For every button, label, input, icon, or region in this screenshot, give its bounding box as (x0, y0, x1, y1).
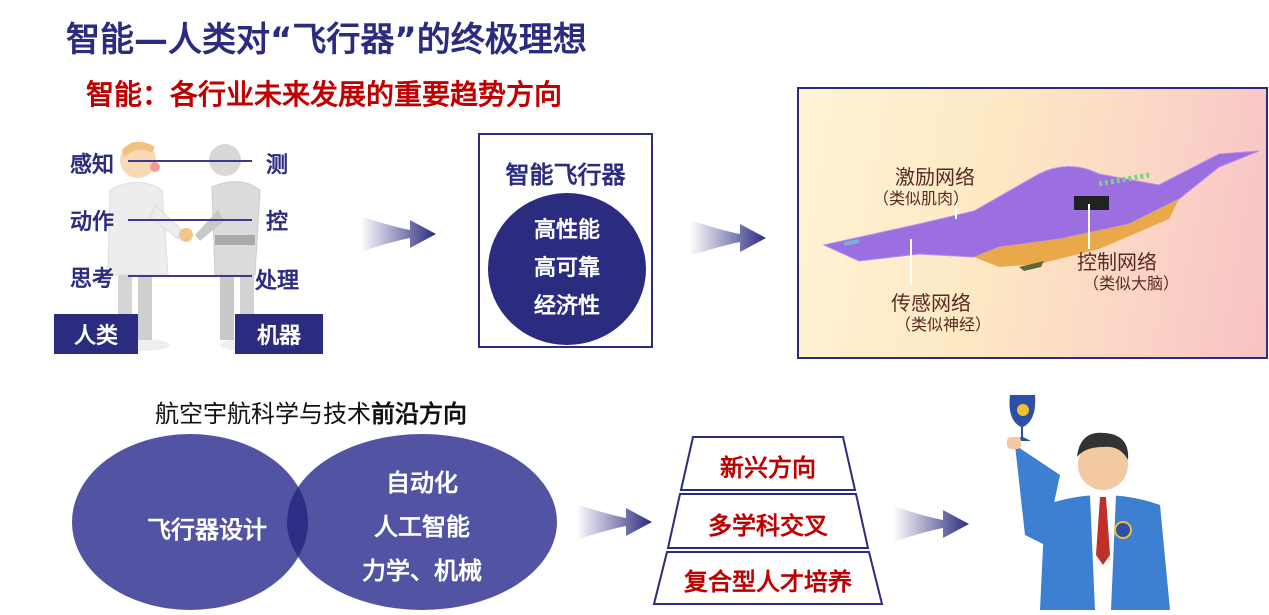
connector-line (128, 160, 252, 162)
pyramid-label-emerging: 新兴方向 (720, 454, 816, 482)
pyramid-label-talent: 复合型人才培养 (684, 568, 852, 596)
venn-right-circle (287, 434, 557, 610)
frontier-heading-normal: 航空宇航科学与技术 (155, 400, 371, 428)
pyramid-label-interdisciplinary: 多学科交叉 (708, 512, 828, 540)
pyramid-diagram (652, 436, 884, 605)
label-control-network: 控制网络 (1077, 250, 1157, 274)
label-sensing-network: 传感网络 (891, 291, 971, 315)
connector-line (128, 275, 252, 277)
businessman-trophy-icon (1007, 395, 1170, 610)
venn-right-label-ai: 人工智能 (374, 513, 470, 541)
machine-label-sensing: 测 (266, 153, 289, 178)
human-label-thinking: 思考 (70, 267, 115, 292)
pyramid-level-3 (652, 551, 884, 605)
feature-high-performance: 高性能 (533, 218, 600, 243)
arrow-right-icon (576, 504, 652, 540)
feature-high-reliability: 高可靠 (533, 256, 600, 281)
smart-aircraft-box: 智能飞行器 高性能 高可靠 经济性 (478, 133, 653, 348)
machine-label-processing: 处理 (255, 269, 300, 294)
frontier-heading-bold: 前沿方向 (371, 400, 467, 428)
morphing-aircraft-image: 激励网络 （类似肌肉） 传感网络 （类似神经） 控制网络 （类似大脑） (797, 87, 1268, 359)
features-circle: 高性能 高可靠 经济性 (488, 193, 646, 345)
pyramid-level-2 (666, 493, 870, 549)
venn-left-label: 飞行器设计 (147, 516, 267, 544)
note-actuation-network: （类似肌肉） (873, 189, 970, 208)
feature-economy: 经济性 (533, 294, 600, 319)
human-label-perception: 感知 (70, 153, 115, 178)
label-actuation-network: 激励网络 (895, 165, 975, 189)
human-label-action: 动作 (70, 210, 115, 235)
venn-diagram (72, 434, 557, 610)
aircraft-illustration (822, 150, 1260, 284)
page-title: 智能—人类对“飞行器”的终极理想 (66, 20, 587, 60)
machine-tag: 机器 (235, 314, 323, 354)
arrow-right-icon (690, 220, 766, 256)
arrow-right-icon (360, 216, 436, 252)
venn-left-circle (72, 434, 308, 610)
connector-line (128, 219, 252, 221)
note-control-network: （类似大脑） (1083, 274, 1180, 293)
venn-right-label-automation: 自动化 (386, 469, 458, 497)
venn-right-label-mechanics: 力学、机械 (362, 557, 482, 585)
frontier-heading: 航空宇航科学与技术前沿方向 (155, 394, 467, 429)
human-tag: 人类 (54, 314, 138, 354)
arrow-right-icon (893, 506, 969, 542)
note-sensing-network: （类似神经） (895, 315, 992, 334)
pyramid-level-1 (679, 436, 857, 491)
machine-label-control: 控 (266, 210, 289, 235)
page-subtitle: 智能：各行业未来发展的重要趋势方向 (86, 78, 563, 111)
smart-aircraft-title: 智能飞行器 (505, 161, 626, 189)
